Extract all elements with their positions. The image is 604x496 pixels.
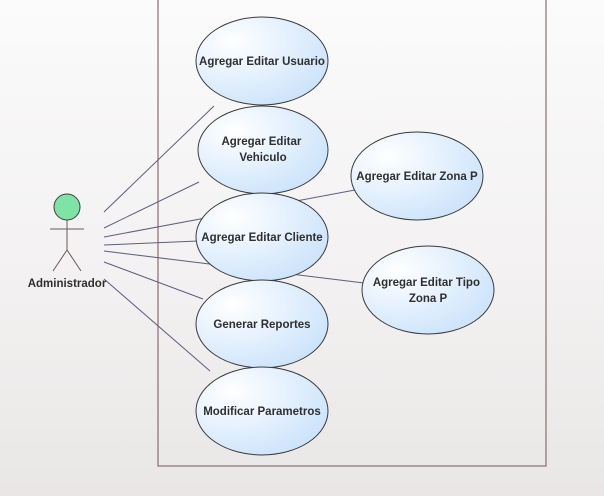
actor-body-icon <box>50 220 84 272</box>
actor-right-leg <box>66 249 82 272</box>
use-case-label: Agregar Editar Tipo Zona P <box>373 277 483 305</box>
use-case-label-line: Modificar Parametros <box>203 406 321 418</box>
use-case-uc4[interactable]: Generar Reportes <box>195 279 329 369</box>
association-line-uc5 <box>103 278 211 372</box>
use-case-label-line: Agregar Editar Tipo <box>373 277 480 289</box>
use-case-label-line: Zona P <box>409 293 448 305</box>
association-line-uc3 <box>103 240 199 246</box>
use-case-uc5[interactable]: Modificar Parametros <box>195 366 329 456</box>
use-case-label-line: Agregar Editar <box>221 136 301 148</box>
use-case-uc3[interactable]: Agregar Editar Cliente <box>195 192 329 282</box>
actor-head-icon <box>53 193 81 221</box>
use-case-label: Agregar Editar Cliente <box>201 232 322 244</box>
actor-left-leg <box>52 249 68 272</box>
use-case-label-line: Vehiculo <box>239 152 286 164</box>
association-line-uc1 <box>103 105 215 213</box>
use-case-uc1[interactable]: Agregar Editar Usuario <box>195 16 329 106</box>
use-case-label-line: Agregar Editar Cliente <box>201 232 322 244</box>
use-case-uc6[interactable]: Agregar Editar Zona P <box>350 131 484 221</box>
use-case-label: Agregar Editar Zona P <box>356 171 478 183</box>
actor-label: Administrador <box>28 278 107 290</box>
use-case-ellipse[interactable] <box>197 105 329 195</box>
use-case-ellipse[interactable] <box>361 245 495 335</box>
use-case-label-line: Agregar Editar Usuario <box>199 56 325 68</box>
use-case-ellipse[interactable] <box>195 16 329 106</box>
system-boundary <box>157 0 547 467</box>
use-case-label-line: Generar Reportes <box>213 319 310 331</box>
use-case-label: Agregar Editar Usuario <box>199 56 325 68</box>
association-line-uc2 <box>103 181 200 229</box>
use-case-uc2[interactable]: Agregar Editar Vehiculo <box>197 105 329 195</box>
use-case-uc7[interactable]: Agregar Editar Tipo Zona P <box>361 245 495 335</box>
use-case-label: Generar Reportes <box>213 319 310 331</box>
use-case-label: Modificar Parametros <box>203 406 321 418</box>
actor-administrador[interactable]: Administrador <box>28 193 107 290</box>
association-line-uc4 <box>103 261 204 300</box>
use-case-label: Agregar Editar Vehiculo <box>221 136 304 164</box>
use-case-ellipse[interactable] <box>195 366 329 456</box>
use-case-label-line: Agregar Editar Zona P <box>356 171 478 183</box>
use-case-ellipse[interactable] <box>350 131 484 221</box>
